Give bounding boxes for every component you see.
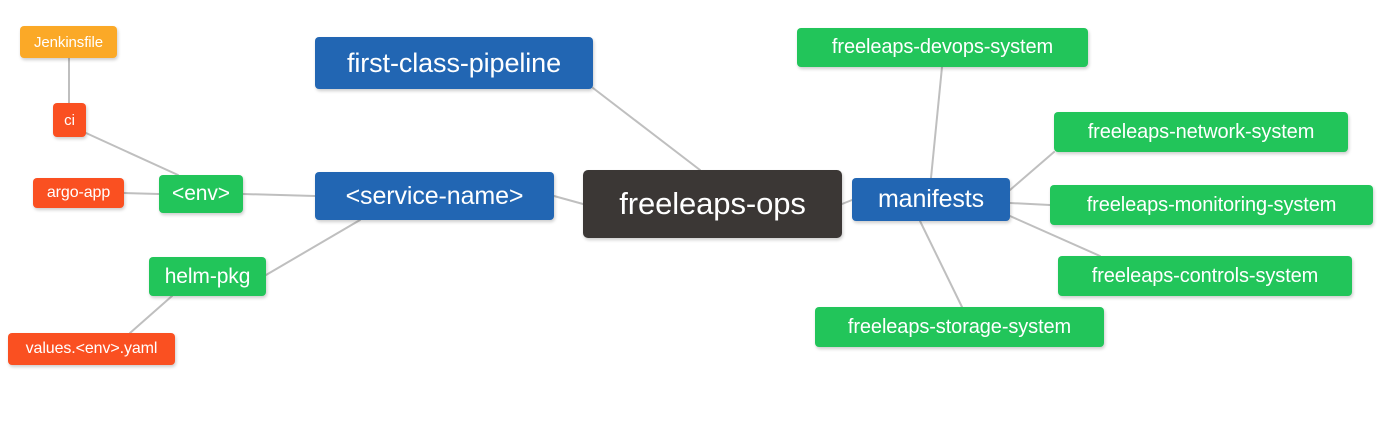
edge-env-to-ci <box>85 132 179 176</box>
node-argo-app[interactable]: argo-app <box>33 178 124 208</box>
edge-service-name-to-env <box>242 193 316 197</box>
node-label: freeleaps-network-system <box>1087 120 1315 143</box>
node-ci[interactable]: ci <box>53 103 86 137</box>
edge-root-to-first-class-pipeline <box>592 87 701 171</box>
node-freeleaps-controls-system[interactable]: freeleaps-controls-system <box>1058 256 1352 296</box>
node-freeleaps-monitoring-system[interactable]: freeleaps-monitoring-system <box>1050 185 1373 225</box>
node-label: manifests <box>877 185 985 213</box>
edge-root-to-service-name <box>553 195 584 205</box>
node-root[interactable]: freeleaps-ops <box>583 170 842 238</box>
node-first-class-pipeline[interactable]: first-class-pipeline <box>315 37 593 89</box>
node-label: helm-pkg <box>164 264 251 288</box>
node-label: freeleaps-monitoring-system <box>1086 193 1337 216</box>
node-label: ci <box>64 111 75 129</box>
edge-manifests-to-freeleaps-monitoring-system <box>1009 202 1051 206</box>
node-manifests[interactable]: manifests <box>852 178 1010 221</box>
node-label: Jenkinsfile <box>34 33 103 51</box>
node-label: first-class-pipeline <box>346 47 562 78</box>
edge-manifests-to-freeleaps-network-system <box>1009 151 1055 191</box>
node-helm-pkg[interactable]: helm-pkg <box>149 257 266 296</box>
node-label: <env> <box>172 182 230 205</box>
node-jenkinsfile[interactable]: Jenkinsfile <box>20 26 117 58</box>
node-values-yaml[interactable]: values.<env>.yaml <box>8 333 175 365</box>
node-env[interactable]: <env> <box>159 175 243 213</box>
node-label: argo-app <box>46 184 111 201</box>
node-label: freeleaps-controls-system <box>1091 264 1319 287</box>
node-freeleaps-storage-system[interactable]: freeleaps-storage-system <box>815 307 1104 347</box>
node-freeleaps-network-system[interactable]: freeleaps-network-system <box>1054 112 1348 152</box>
edge-root-to-manifests <box>841 199 853 205</box>
node-label: freeleaps-ops <box>619 186 806 221</box>
node-label: freeleaps-devops-system <box>831 36 1054 58</box>
edge-service-name-to-helm-pkg <box>265 219 361 276</box>
node-label: freeleaps-storage-system <box>847 315 1072 338</box>
node-label: <service-name> <box>345 181 524 210</box>
node-service-name[interactable]: <service-name> <box>315 172 554 220</box>
edge-manifests-to-freeleaps-storage-system <box>919 220 963 308</box>
edge-env-to-argo-app <box>123 192 160 195</box>
edge-manifests-to-freeleaps-devops-system <box>930 66 943 179</box>
edge-helm-pkg-to-values-yaml <box>129 295 173 334</box>
node-label: values.<env>.yaml <box>25 340 158 357</box>
node-freeleaps-devops-system[interactable]: freeleaps-devops-system <box>797 28 1088 67</box>
